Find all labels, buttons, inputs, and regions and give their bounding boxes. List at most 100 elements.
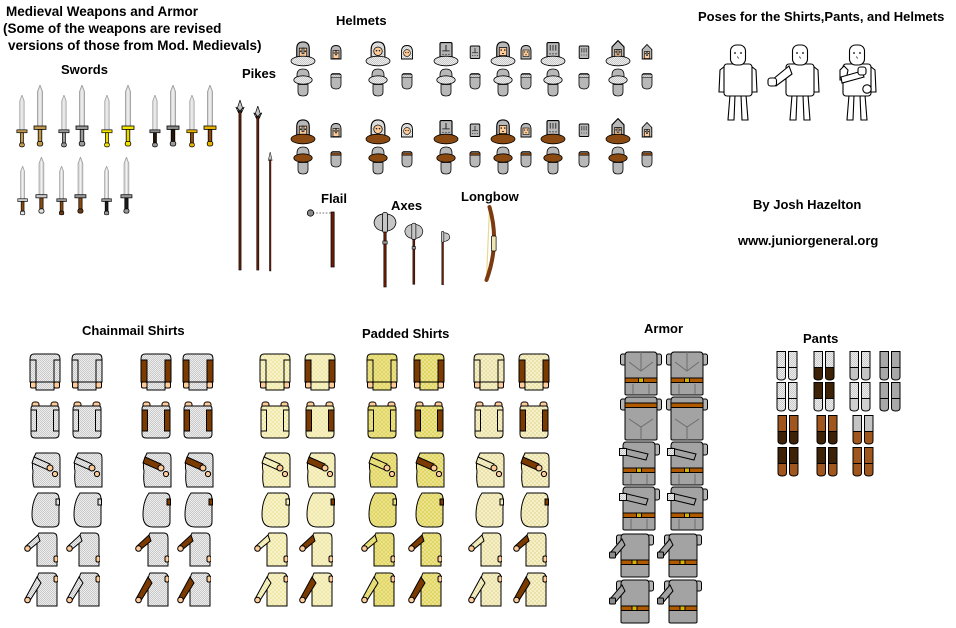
pants-sprite	[879, 382, 901, 412]
shirt-sprite	[413, 353, 445, 391]
pose-arm-extended	[767, 44, 820, 121]
shirt-sprite	[261, 452, 291, 488]
shirt-sprite	[415, 492, 444, 528]
shirt-sprite	[366, 353, 398, 391]
page-title-line2: (Some of the weapons are revised	[3, 21, 222, 36]
shirt-sprite	[414, 401, 444, 439]
armor-sprite	[620, 396, 662, 441]
page-title-line3: versions of those from Mod. Medievals)	[8, 38, 262, 53]
pose-arm-bent-carrying	[839, 44, 877, 121]
pose-figures	[718, 44, 877, 121]
shirt-sprite	[408, 572, 442, 607]
shirt-sprite	[367, 401, 397, 439]
sword-sprite	[16, 95, 28, 148]
chainmail-sprites	[24, 353, 214, 607]
shirt-sprite	[475, 452, 505, 488]
shirt-sprite	[304, 353, 336, 391]
shirt-sprite	[183, 401, 213, 439]
label-chainmail-shirts: Chainmail Shirts	[82, 323, 185, 338]
sword-sprite	[203, 85, 217, 147]
armor-sprite	[619, 486, 660, 531]
sword-sprite	[120, 157, 133, 214]
shirt-sprite	[71, 353, 103, 391]
pants-sprite	[813, 382, 835, 412]
armor-sprite	[619, 441, 660, 486]
shirt-sprite	[142, 492, 171, 528]
shirt-sprite	[513, 532, 547, 567]
shirt-sprite	[177, 572, 211, 607]
double-axe-sprite	[404, 222, 424, 285]
shirt-sprite	[31, 452, 61, 488]
sword-sprite	[121, 85, 135, 147]
shirt-sprite	[520, 492, 549, 528]
pants-sprite	[879, 351, 901, 381]
label-helmets: Helmets	[336, 13, 387, 28]
pants-sprite	[777, 415, 799, 445]
shirt-sprite	[306, 452, 336, 488]
shirt-sprite	[30, 401, 60, 439]
shirt-sprite	[519, 401, 549, 439]
armor-sprite	[666, 396, 708, 441]
label-flail: Flail	[321, 191, 348, 206]
sword-sprite	[101, 95, 113, 148]
padded-cream-group	[468, 353, 550, 607]
shirt-sprite	[184, 492, 213, 528]
shirt-sprite	[475, 492, 504, 528]
label-poses-title: Poses for the Shirts,Pants, and Helmets	[698, 9, 945, 24]
pikes-sprites	[235, 100, 273, 272]
padded-sprites	[254, 353, 550, 607]
pike-sprite	[253, 106, 263, 271]
pants-sprite	[776, 351, 798, 381]
shirt-sprite	[306, 492, 335, 528]
pose-standing	[718, 44, 758, 121]
sword-sprite	[33, 85, 47, 147]
shirt-sprite	[473, 353, 505, 391]
hand-axe-sprite	[441, 231, 451, 286]
armor-sprite	[667, 441, 708, 486]
sword-sprite	[35, 157, 48, 214]
shirt-sprite	[142, 452, 172, 488]
shirt-sprite	[135, 532, 169, 567]
sword-sprite	[75, 85, 89, 147]
sword-sprite	[186, 95, 198, 148]
label-armor: Armor	[644, 321, 684, 336]
shirt-sprite	[254, 532, 288, 567]
shirt-sprite	[305, 401, 335, 439]
armor-sprite	[667, 486, 708, 531]
pants-sprite	[852, 415, 874, 445]
shirt-sprite	[66, 532, 100, 567]
armor-sprite	[657, 533, 702, 578]
swords-sprites	[16, 85, 217, 216]
shirt-sprite	[518, 353, 550, 391]
sword-sprite	[56, 166, 67, 216]
chainmail-plain-columns	[24, 353, 103, 607]
sword-sprite	[74, 157, 87, 214]
armor-sprite	[657, 579, 702, 624]
spear-sprite	[267, 152, 273, 272]
label-swords: Swords	[61, 62, 108, 77]
shirt-sprite	[31, 492, 60, 528]
label-padded-shirts: Padded Shirts	[362, 326, 450, 341]
shirt-sprite	[24, 572, 58, 607]
armor-sprites	[609, 351, 708, 624]
shirt-sprite	[368, 452, 398, 488]
pants-sprite	[849, 382, 871, 412]
shirt-sprite	[29, 353, 61, 391]
longbow-sprite	[484, 205, 497, 282]
flail-sprite	[306, 209, 335, 268]
label-axes: Axes	[391, 198, 423, 213]
shirt-sprite	[260, 401, 290, 439]
shirt-sprite	[135, 572, 169, 607]
helmet-row-gray-mantle	[291, 41, 652, 96]
pants-sprite	[776, 382, 798, 412]
shirt-sprite	[520, 452, 550, 488]
shirt-sprite	[468, 572, 502, 607]
armor-sprite	[620, 351, 662, 396]
axes-sprites	[373, 212, 451, 288]
pants-sprite	[849, 351, 871, 381]
double-axe-sprite	[373, 212, 397, 288]
shirt-sprite	[474, 401, 504, 439]
label-pants: Pants	[803, 331, 839, 346]
shirt-sprite	[259, 353, 291, 391]
chainmail-brown-sleeve-columns	[135, 353, 214, 607]
